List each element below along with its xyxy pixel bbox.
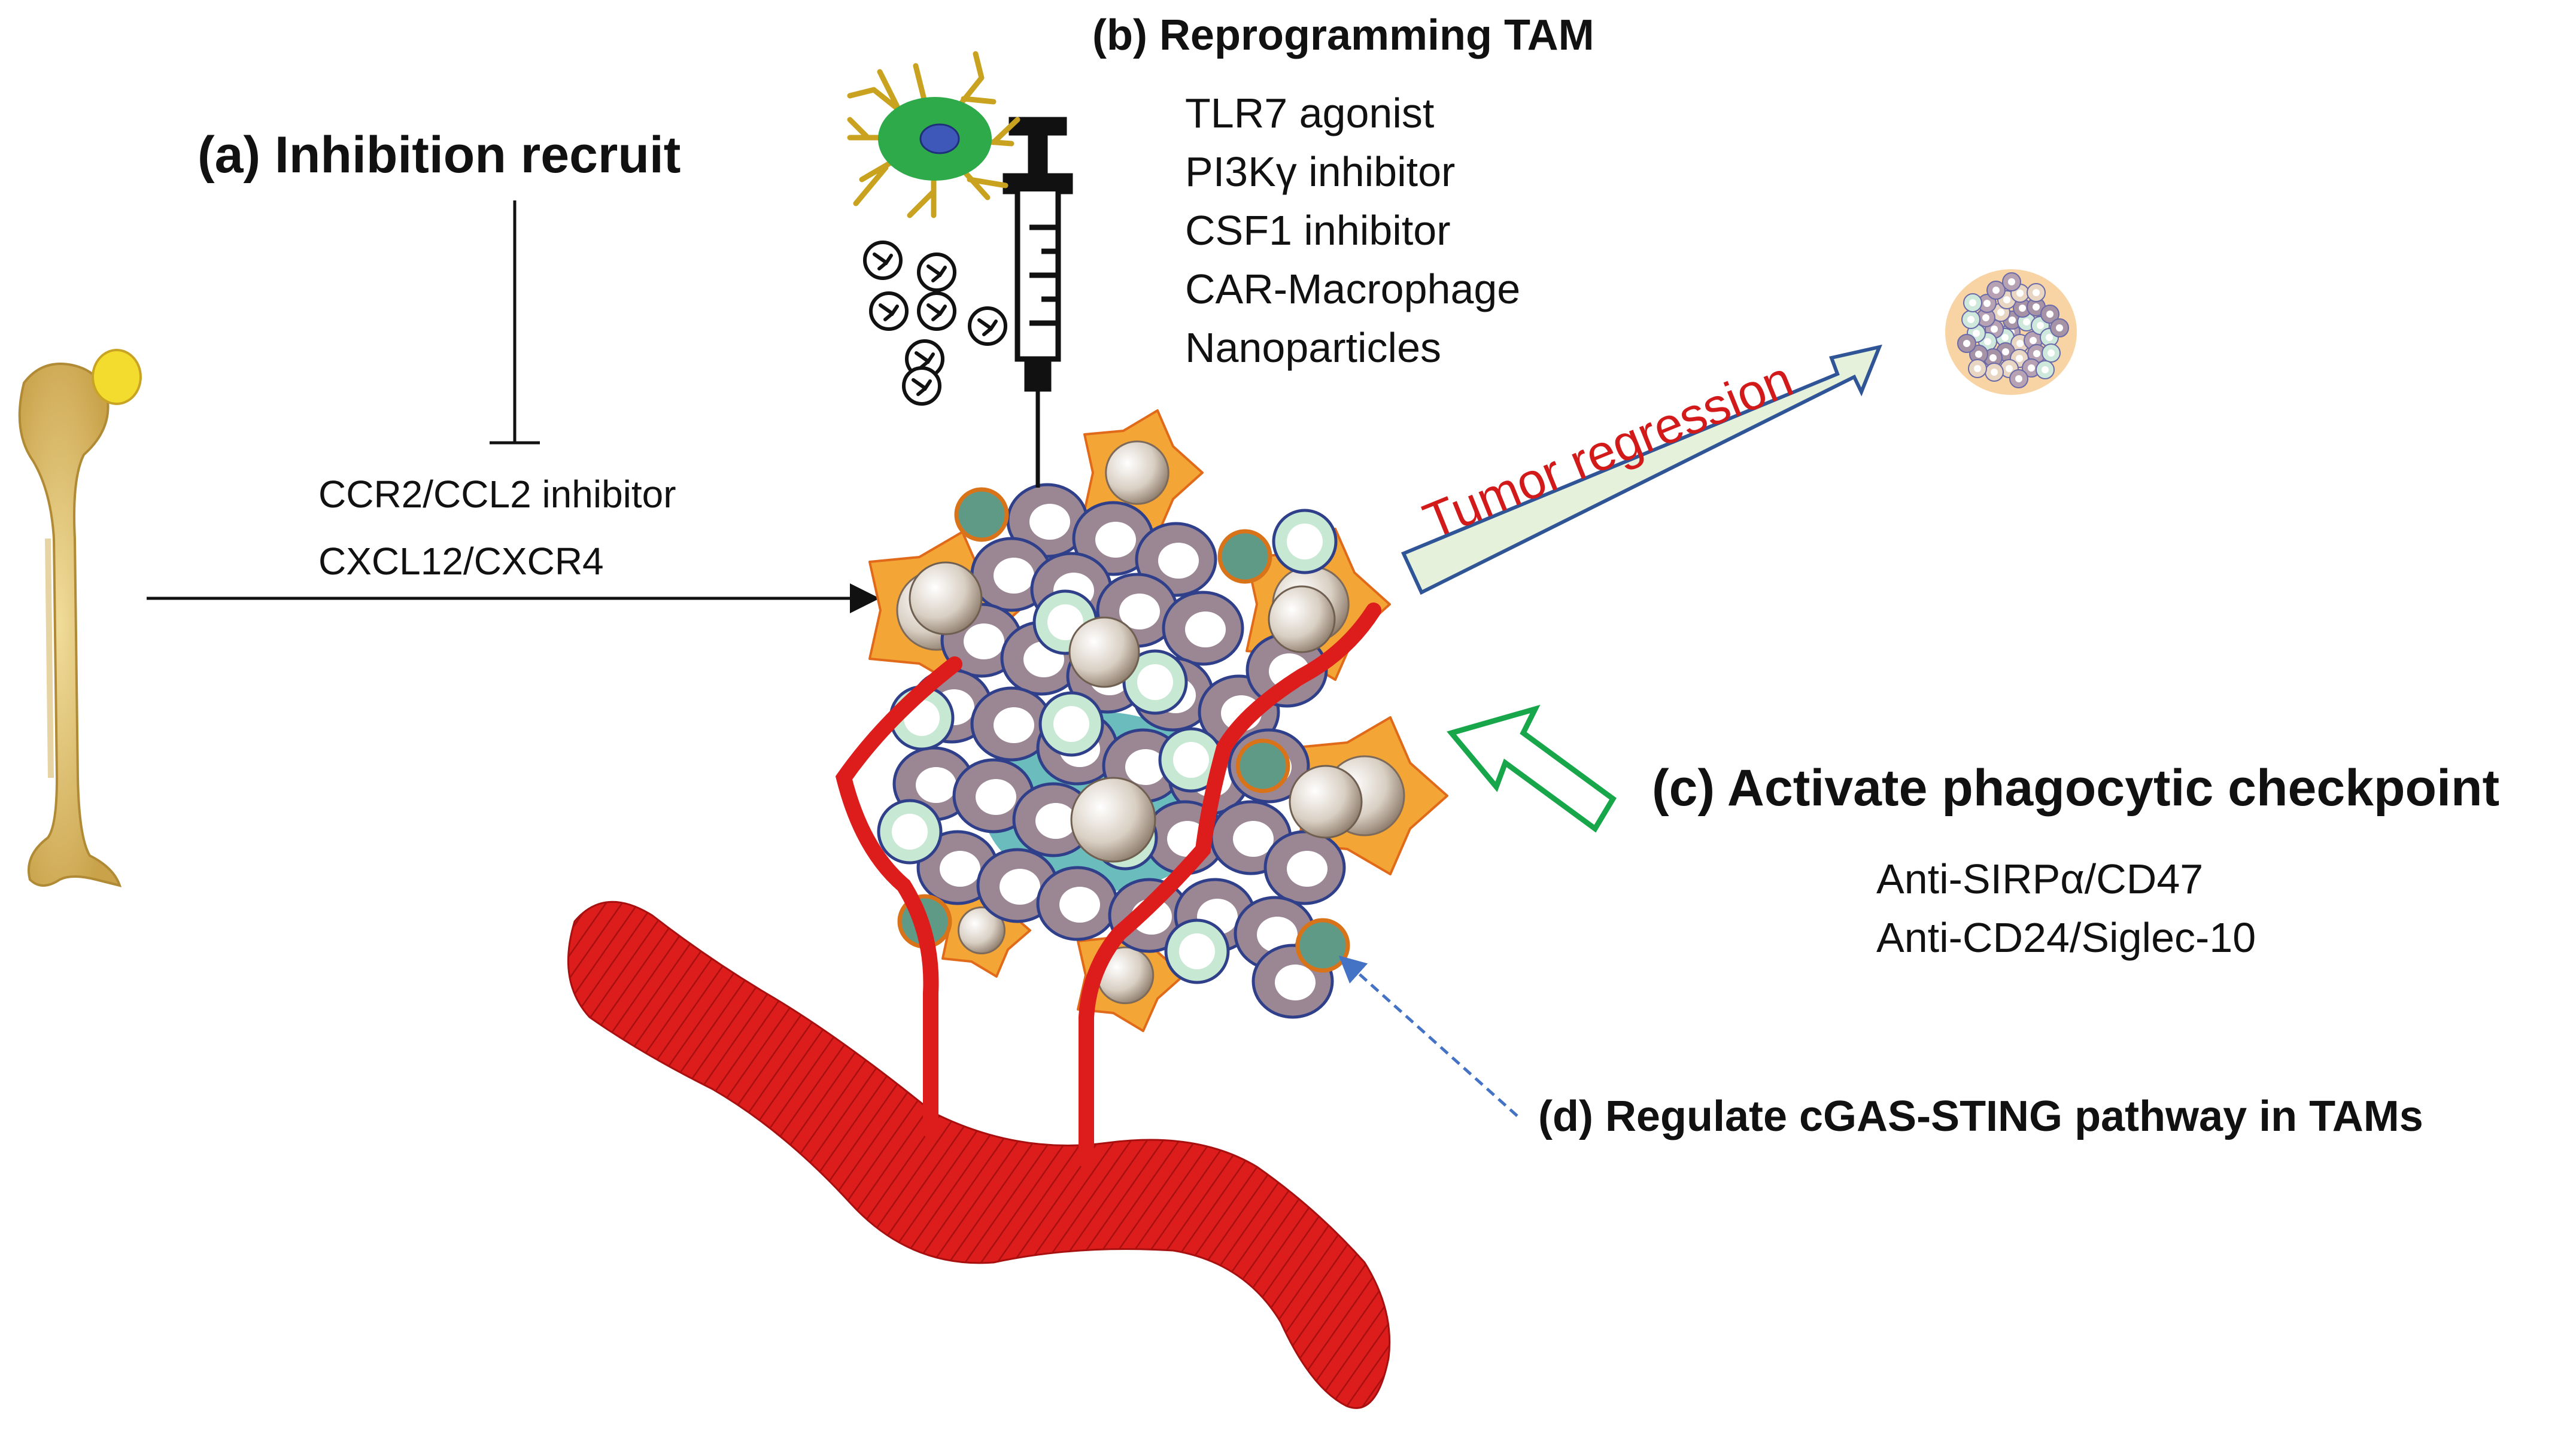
tumor-regression-arrow: [1401, 344, 1882, 595]
tumor-cell: [1162, 591, 1244, 666]
anti-sirpa-cd47-label: Anti-SIRPα/CD47: [1876, 856, 2204, 902]
tumor-cell: [1036, 866, 1119, 941]
tumor-cell: [1072, 501, 1155, 576]
bone-icon: [18, 349, 142, 887]
immune-cell: [1164, 918, 1230, 984]
cxcl12-cxcr4-label: CXCL12/CXCR4: [318, 540, 604, 583]
nanoparticle: [917, 291, 956, 331]
nanoparticle: [968, 306, 1007, 346]
immune-cell: [1122, 649, 1188, 715]
cgas-sting-arrow: [1338, 955, 1518, 1117]
nanoparticle: [902, 366, 941, 406]
nanoparticles-icon: [863, 241, 1007, 406]
cgas-sting-title: (d) Regulate cGAS-STING pathway in TAMs: [1538, 1093, 2423, 1140]
tumor-cell: [970, 686, 1053, 762]
tumor-cell-cluster: [868, 409, 1448, 1032]
immune-cell: [1038, 691, 1104, 757]
nanoparticles-label: Nanoparticles: [1185, 324, 1441, 371]
regressed-tumor-icon: [1945, 269, 2077, 395]
immune-cell: [1272, 509, 1338, 574]
dendritic-cell-icon: [847, 51, 1020, 218]
reprogramming-tam-title: (b) Reprogramming TAM: [1092, 11, 1594, 59]
macrophage: [941, 883, 1031, 978]
immune-cell: [877, 799, 943, 865]
phagocytic-arrow: [1447, 704, 1617, 833]
inhibition-recruit-title: (a) Inhibition recruit: [198, 126, 681, 184]
blood-vessel: [567, 900, 1391, 1409]
nanoparticle: [869, 291, 909, 331]
car-macrophage-label: CAR-Macrophage: [1185, 266, 1521, 312]
phagocytic-checkpoint-title: (c) Activate phagocytic checkpoint: [1652, 759, 2500, 817]
anti-cd24-siglec10-label: Anti-CD24/Siglec-10: [1876, 914, 2256, 961]
csf1-inhibitor-label: CSF1 inhibitor: [1185, 207, 1451, 254]
immune-cell: [1158, 727, 1224, 793]
tumor-cell: [1251, 944, 1334, 1019]
nanoparticle: [917, 252, 956, 292]
inhibition-connector: [490, 200, 540, 445]
tumor-cell: [1263, 830, 1346, 905]
nanoparticle: [863, 241, 903, 280]
syringe-icon: [1003, 117, 1073, 488]
tlr7-agonist-label: TLR7 agonist: [1185, 90, 1435, 136]
vessel-sprouts: [835, 603, 1381, 1169]
pi3k-gamma-inhibitor-label: PI3Kγ inhibitor: [1185, 148, 1456, 195]
ccr2-ccl2-inhibitor-label: CCR2/CCL2 inhibitor: [318, 473, 676, 516]
